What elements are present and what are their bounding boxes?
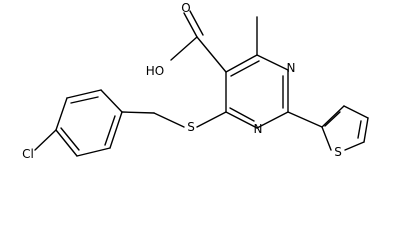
benzene-bond-inner <box>70 96 99 104</box>
benzene-bond <box>100 89 123 113</box>
benzene-bond <box>55 97 68 131</box>
chemical-structure: O HO N N S S Cl <box>22 1 369 161</box>
thiophene-bond-inner <box>324 111 341 127</box>
atom-labels: O HO N N S S Cl <box>22 1 342 161</box>
thiophene-bond <box>343 105 369 119</box>
thiophene-bond-inner <box>357 120 362 139</box>
carbonyl-bond <box>189 10 204 36</box>
ring-bond-inner <box>229 107 255 122</box>
thiophene-bond <box>321 126 332 151</box>
s-ch2-bond <box>153 112 185 128</box>
ring-bond <box>256 54 289 71</box>
ring-bond <box>225 54 258 73</box>
ring-bond-inner <box>230 60 260 77</box>
thiophene-sulfur-label: S <box>334 145 342 159</box>
carbonyl-bond <box>183 12 198 38</box>
chlorine-label: Cl <box>22 147 34 161</box>
thiophene-bond <box>321 105 345 128</box>
benzene-bond <box>76 147 111 157</box>
ch2-aryl-bond <box>121 111 155 114</box>
ring-link-bond <box>287 111 323 128</box>
benzene-bond-inner <box>104 115 116 146</box>
carbonyl-oxygen-label: O <box>181 1 190 15</box>
thioether-sulfur-label: S <box>187 120 195 134</box>
benzene-bond <box>66 89 102 99</box>
hydroxyl-label: HO <box>146 64 164 78</box>
c-oh-bond <box>170 36 198 61</box>
benzene-bond <box>55 129 78 157</box>
pyrimidine-n-top-label: N <box>287 61 296 75</box>
ring-bond <box>225 111 258 129</box>
benzene-bond-inner <box>60 127 80 151</box>
thiophene-bond <box>363 117 369 143</box>
bond-lines <box>34 10 369 157</box>
c-s-bond <box>196 111 227 128</box>
acid-ring-bond <box>196 36 227 73</box>
thiophene-bond <box>344 141 365 151</box>
ring-bond <box>256 111 289 129</box>
benzene-bond <box>109 111 123 149</box>
pyrimidine-n-bottom-label: N <box>254 122 263 136</box>
c-cl-bond <box>34 129 57 151</box>
